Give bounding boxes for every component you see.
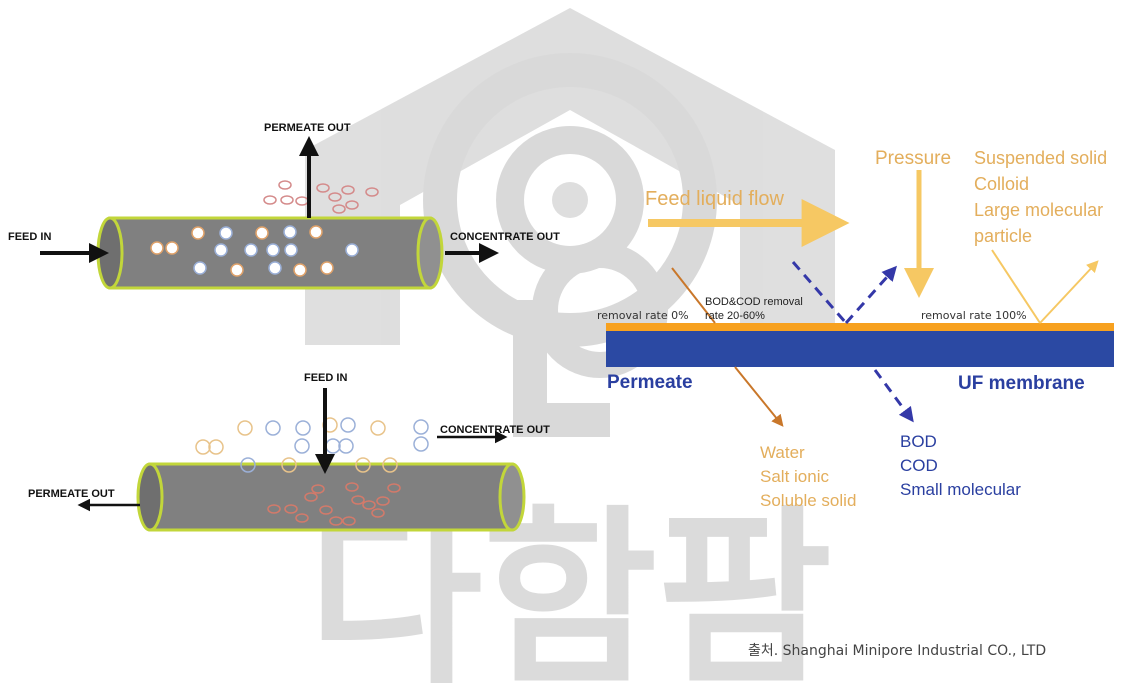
removal-rate-0-label: removal rate 0% [597, 309, 689, 322]
dashed-bod-in [791, 261, 848, 324]
particles-in-tube [150, 225, 359, 277]
particles-in-tube-bottom [267, 482, 401, 526]
membrane-orange-layer [606, 323, 1114, 331]
watermark-stem [513, 300, 610, 437]
deadend-tube-bottom: FEED IN CONCENTRATE OUT PERMEATE OUT [28, 372, 550, 532]
rejection-in-line [991, 249, 1041, 324]
bod-cod-removal-text: BOD&COD removal rate 20-60% [705, 296, 803, 322]
suspended-line-2: Colloid [974, 174, 1029, 194]
bod-group-text: BOD COD Small molecular [900, 432, 1021, 499]
tube-body-bottom [148, 462, 514, 532]
bod-line-2: COD [900, 456, 938, 475]
crossflow-tube-top: PERMEATE OUT FEED IN CONCENTRATE OUT [8, 122, 560, 290]
bod-line-3: Small molecular [900, 480, 1021, 499]
concentrate-out-label-bottom: CONCENTRATE OUT [440, 424, 550, 436]
membrane-blue-layer [606, 331, 1114, 367]
uf-membrane-label: UF membrane [958, 373, 1085, 394]
tube-right-end-bottom [498, 462, 526, 532]
permeate-out-label: PERMEATE OUT [264, 122, 351, 134]
watermark: 다함팜 [305, 8, 835, 683]
permeate-label: Permeate [607, 372, 693, 393]
uf-membrane-schematic: Feed liquid flow Pressure Suspended soli… [597, 148, 1114, 510]
water-line-3: Soluble solid [760, 491, 856, 510]
watermark-ring-low [532, 242, 668, 378]
removal-rate-100-label: removal rate 100% [921, 309, 1027, 322]
dashed-bod-through [873, 369, 914, 423]
watermark-house-outline [305, 8, 835, 345]
water-group-text: Water Salt ionic Soluble solid [760, 443, 856, 510]
brown-arrow-out [734, 366, 784, 427]
bod-line-1: BOD [900, 432, 937, 451]
feed-in-label-bottom: FEED IN [304, 372, 347, 384]
water-line-1: Water [760, 443, 805, 462]
water-line-2: Salt ionic [760, 467, 829, 486]
suspended-group-text: Suspended solid Colloid Large molecular … [974, 148, 1107, 246]
brown-arrow-in [671, 267, 716, 324]
dashed-bod-out [844, 265, 897, 324]
permeate-out-label-bottom: PERMEATE OUT [28, 488, 115, 500]
pressure-label: Pressure [875, 148, 951, 169]
watermark-dot [552, 182, 588, 218]
tube-left-end-bottom [136, 462, 164, 532]
feed-liquid-flow-label: Feed liquid flow [645, 188, 785, 210]
suspended-line-1: Suspended solid [974, 148, 1107, 168]
particles-permeated [263, 180, 379, 214]
source-credit: 출처. Shanghai Minipore Industrial CO., LT… [748, 643, 1046, 659]
bod-cod-removal-line-1: BOD&COD removal [705, 296, 803, 308]
watermark-ring-inner [496, 126, 644, 274]
suspended-line-3: Large molecular [974, 200, 1103, 220]
particles-above-tube [195, 417, 429, 473]
tube-right-end [416, 216, 444, 290]
concentrate-out-label: CONCENTRATE OUT [450, 231, 560, 243]
feed-in-label: FEED IN [8, 231, 51, 243]
rejection-out-arrow [1039, 260, 1099, 324]
watermark-ring-outer [423, 53, 717, 347]
bod-cod-removal-line-2: rate 20-60% [705, 310, 765, 322]
suspended-line-4: particle [974, 226, 1032, 246]
